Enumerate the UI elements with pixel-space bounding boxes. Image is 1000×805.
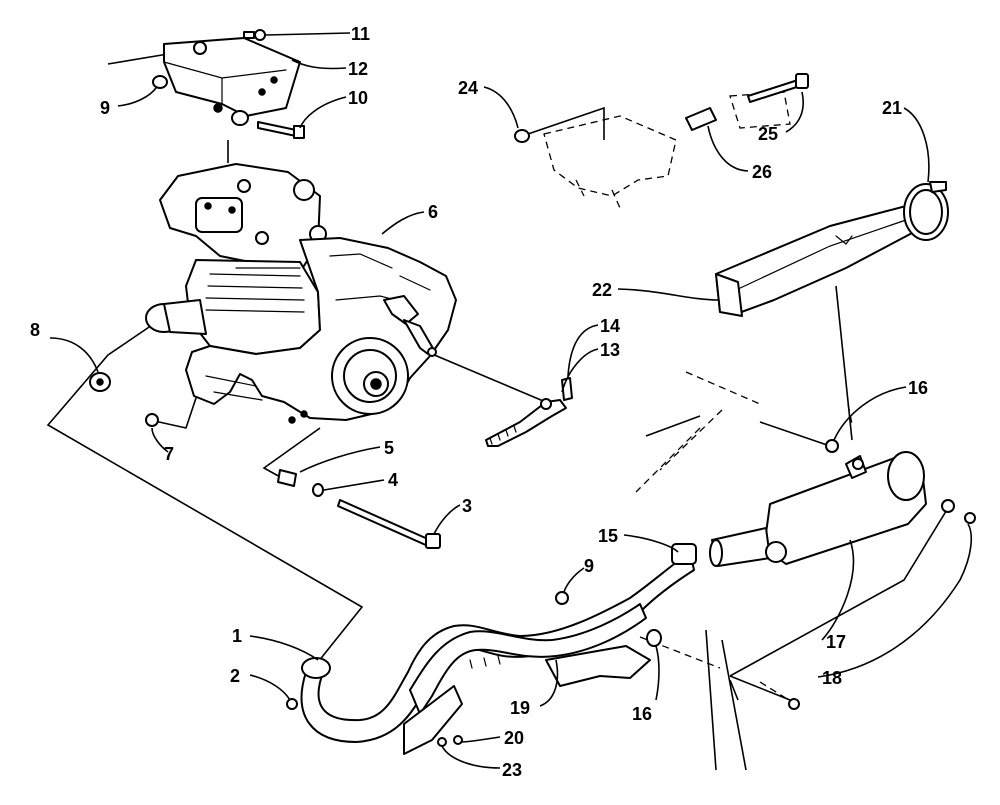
callout-20: 20 <box>504 728 524 748</box>
callout-26: 26 <box>752 162 772 182</box>
footrest-bracket <box>485 377 573 447</box>
callout-5: 5 <box>384 438 394 458</box>
callout-10: 10 <box>348 88 368 108</box>
spring-23-shape <box>437 737 447 747</box>
rear-hardware-right <box>941 499 976 524</box>
callout-13: 13 <box>600 340 620 360</box>
callout-17: 17 <box>826 632 846 652</box>
screw-11-shape <box>243 29 266 41</box>
exhaust-pipe <box>300 543 697 755</box>
callout-23: 23 <box>502 760 522 780</box>
nut-16-upper-shape <box>825 439 839 453</box>
callout-1: 1 <box>232 626 242 646</box>
nut-24-shape <box>514 129 530 143</box>
callout-4: 4 <box>388 470 398 490</box>
engine-mount-hardware <box>277 469 441 549</box>
callout-21: 21 <box>882 98 902 118</box>
callout-25: 25 <box>758 124 778 144</box>
muffler <box>709 451 927 567</box>
callout-22: 22 <box>592 280 612 300</box>
callout-18: 18 <box>822 668 842 688</box>
nut-9-lower-shape <box>555 591 569 605</box>
callout-16-upper: 16 <box>908 378 928 398</box>
nut-9-top-shape <box>152 75 168 89</box>
callout-11: 11 <box>351 24 370 44</box>
engine-mount-bracket <box>163 37 301 126</box>
nut-16-lower-shape <box>646 629 662 647</box>
bolt-25-shape <box>747 73 809 103</box>
bolt-10-shape <box>257 121 305 139</box>
screw-2-shape <box>286 698 298 710</box>
nut-8-shape <box>89 372 111 392</box>
leader-lines <box>49 32 973 769</box>
callout-2: 2 <box>230 666 240 686</box>
callout-12: 12 <box>348 59 368 79</box>
bolt-18-shape <box>788 698 800 710</box>
callout-9-lower: 9 <box>584 556 594 576</box>
callout-8: 8 <box>30 320 40 340</box>
callout-labels: 11 12 10 9 6 8 7 5 4 3 14 13 24 25 26 21… <box>30 24 928 780</box>
callout-3: 3 <box>462 496 472 516</box>
engine-assembly <box>145 163 457 424</box>
callout-15: 15 <box>598 526 618 546</box>
callout-16-lower: 16 <box>632 704 652 724</box>
rear-bracket-dashed <box>543 91 791 209</box>
spacer-26-shape <box>685 107 717 131</box>
callout-9-top: 9 <box>100 98 110 118</box>
assembly-lines <box>46 53 949 771</box>
callout-6: 6 <box>428 202 438 222</box>
heat-shield <box>715 205 915 317</box>
callout-19: 19 <box>510 698 530 718</box>
hose-clamp-21 <box>903 181 949 241</box>
nut-7-shape <box>145 413 159 427</box>
callout-14: 14 <box>600 316 620 336</box>
callout-24: 24 <box>458 78 478 98</box>
callout-7: 7 <box>164 444 174 464</box>
washer-20-shape <box>453 735 463 745</box>
